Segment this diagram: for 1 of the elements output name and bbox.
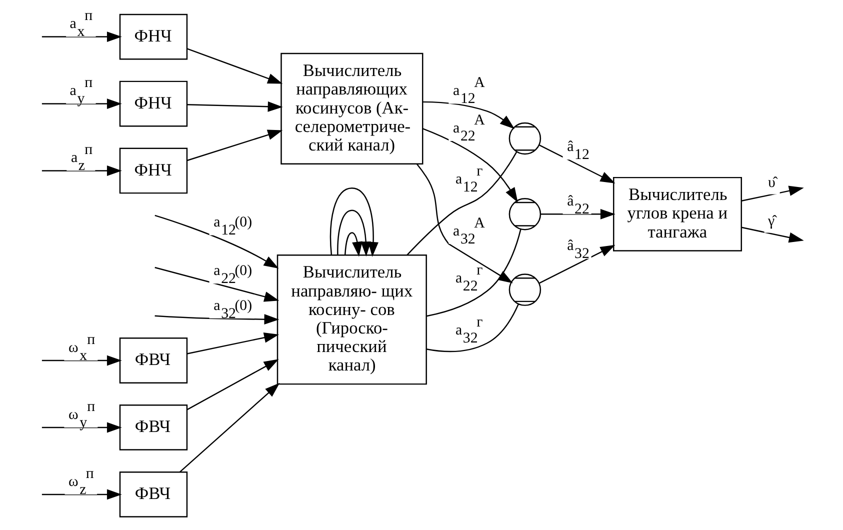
edge-label: γ̂: [768, 213, 774, 230]
